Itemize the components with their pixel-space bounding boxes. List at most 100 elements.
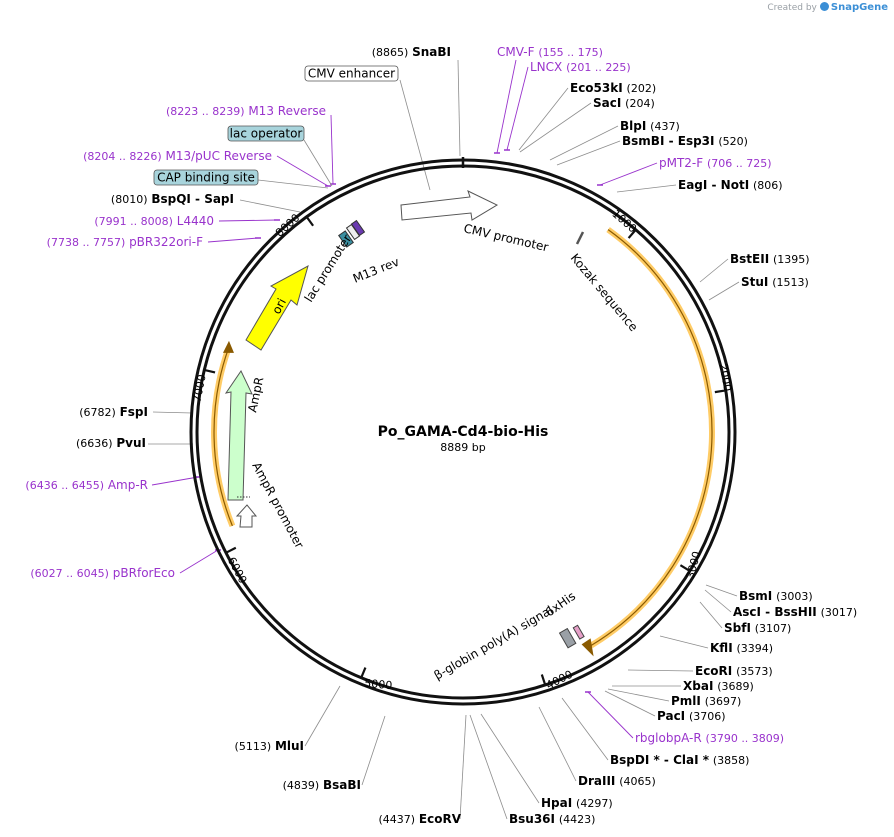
ampr-orf-core [213, 348, 233, 527]
enzyme-label: AscI - BssHII (3017) [733, 605, 857, 619]
primer-label: CMV-F (155 .. 175) [497, 45, 603, 59]
enzyme-leader [607, 688, 670, 702]
enzyme-position: (4065) [619, 775, 656, 788]
enzyme-leader [704, 589, 732, 613]
primer-leader [496, 59, 517, 154]
enzyme-position: (3003) [776, 590, 813, 603]
primer-range: (155 .. 175) [538, 46, 603, 59]
enzyme-label: (4839) BsaBI [283, 778, 361, 792]
primer-leader [599, 162, 658, 186]
enzyme-label: PacI (3706) [657, 709, 726, 723]
tick-label: 5000 [364, 677, 393, 692]
enzyme-label: BstEII (1395) [730, 252, 810, 266]
feature-leader [303, 139, 333, 187]
tick-label: 2000 [717, 362, 735, 392]
feature-box-text: CAP binding site [157, 171, 255, 185]
enzyme-label: (6782) FspI [79, 405, 148, 419]
primer-leader [151, 476, 199, 486]
polya-box [558, 627, 577, 649]
primer-leader [276, 155, 329, 187]
enzyme-label: Bsu36I (4423) [509, 812, 595, 826]
primer-label: (8204 .. 8226) M13/pUC Reverse [83, 149, 272, 163]
enzyme-label: BsmI (3003) [739, 589, 813, 603]
ori-arrow [245, 264, 309, 351]
primer-range: (201 .. 225) [566, 61, 631, 74]
enzyme-name: DraIII [578, 774, 615, 788]
enzyme-name: SacI [593, 96, 621, 110]
tick-mark [205, 369, 216, 374]
primer-range: (7991 .. 8008) [94, 215, 173, 228]
enzyme-leader [480, 713, 540, 804]
enzyme-name: SnaBI [412, 45, 451, 59]
his-tag-box [572, 624, 585, 640]
enzyme-name: BsmI [739, 589, 772, 603]
tick-label: 4000 [544, 668, 575, 692]
enzyme-name: XbaI [683, 679, 713, 693]
primer-leader [179, 549, 219, 574]
enzyme-leader [705, 584, 738, 597]
ampr-promoter-arrow [235, 504, 258, 528]
tick-mark [714, 389, 725, 394]
brand-prefix: Created by [767, 3, 817, 13]
kozak-label: Kozak sequence [568, 251, 641, 334]
primer-leader [330, 114, 334, 185]
enzyme-name: SbfI [724, 621, 751, 635]
enzyme-name: EagI - NotI [678, 178, 749, 192]
ampr-orf-arrowhead [222, 340, 234, 353]
primer-range: (6027 .. 6045) [30, 567, 109, 580]
primer-range: (3790 .. 3809) [706, 732, 785, 745]
enzyme-leader [304, 685, 341, 747]
enzyme-label: BlpI (437) [620, 119, 680, 133]
enzyme-leader [699, 601, 723, 629]
enzyme-label: HpaI (4297) [541, 796, 613, 810]
tick-mark [627, 229, 636, 239]
enzyme-name: EcoRV [419, 812, 462, 826]
enzyme-position: (202) [627, 82, 657, 95]
primer-name: pBR322ori-F [129, 235, 203, 249]
tick-mark [226, 546, 237, 554]
enzyme-leader [459, 714, 467, 820]
enzyme-position: (4423) [559, 813, 596, 826]
tick-mark [306, 216, 314, 227]
tick-mark [540, 674, 546, 685]
enzyme-name: AscI - BssHII [733, 605, 817, 619]
enzyme-leader [518, 87, 569, 151]
kozak-mark [575, 231, 585, 245]
enzyme-label: DraIII (4065) [578, 774, 656, 788]
enzyme-position: (806) [753, 179, 783, 192]
primer-name: M13 Reverse [248, 104, 326, 118]
enzyme-name: BspDI * - ClaI * [610, 753, 710, 767]
primer-name: M13/pUC Reverse [166, 149, 273, 163]
enzyme-label: BsmBI - Esp3I (520) [622, 134, 748, 148]
primer-label: LNCX (201 .. 225) [530, 60, 631, 74]
enzyme-position: (3697) [705, 695, 742, 708]
enzyme-label: BspDI * - ClaI * (3858) [610, 753, 749, 767]
enzyme-name: PvuI [116, 436, 146, 450]
enzyme-leader [627, 669, 694, 672]
enzyme-position: (204) [625, 97, 655, 110]
enzyme-position: (3107) [755, 622, 792, 635]
enzyme-leader [538, 706, 577, 782]
orf-arrowhead [581, 638, 594, 657]
enzyme-position: (1395) [773, 253, 810, 266]
ori-label: ori [269, 296, 289, 316]
enzyme-leader [561, 697, 609, 761]
feature-label-box: CMV enhancer [304, 65, 399, 82]
enzyme-name: PacI [657, 709, 685, 723]
primer-name: CMV-F [497, 45, 535, 59]
enzyme-name: KflI [710, 641, 733, 655]
primer-leader [506, 66, 529, 151]
enzyme-name: PmlI [671, 694, 701, 708]
enzyme-leader [556, 140, 621, 166]
enzyme-leader [616, 184, 677, 193]
feature-box-bg [304, 65, 399, 82]
primer-leader [587, 691, 634, 739]
enzyme-position: (3017) [821, 606, 858, 619]
enzyme-label: PmlI (3697) [671, 694, 741, 708]
enzyme-leader [239, 199, 301, 213]
primer-label: pMT2-F (706 .. 725) [659, 156, 772, 170]
primer-name: Amp-R [108, 478, 148, 492]
cap-site-box [338, 230, 354, 248]
